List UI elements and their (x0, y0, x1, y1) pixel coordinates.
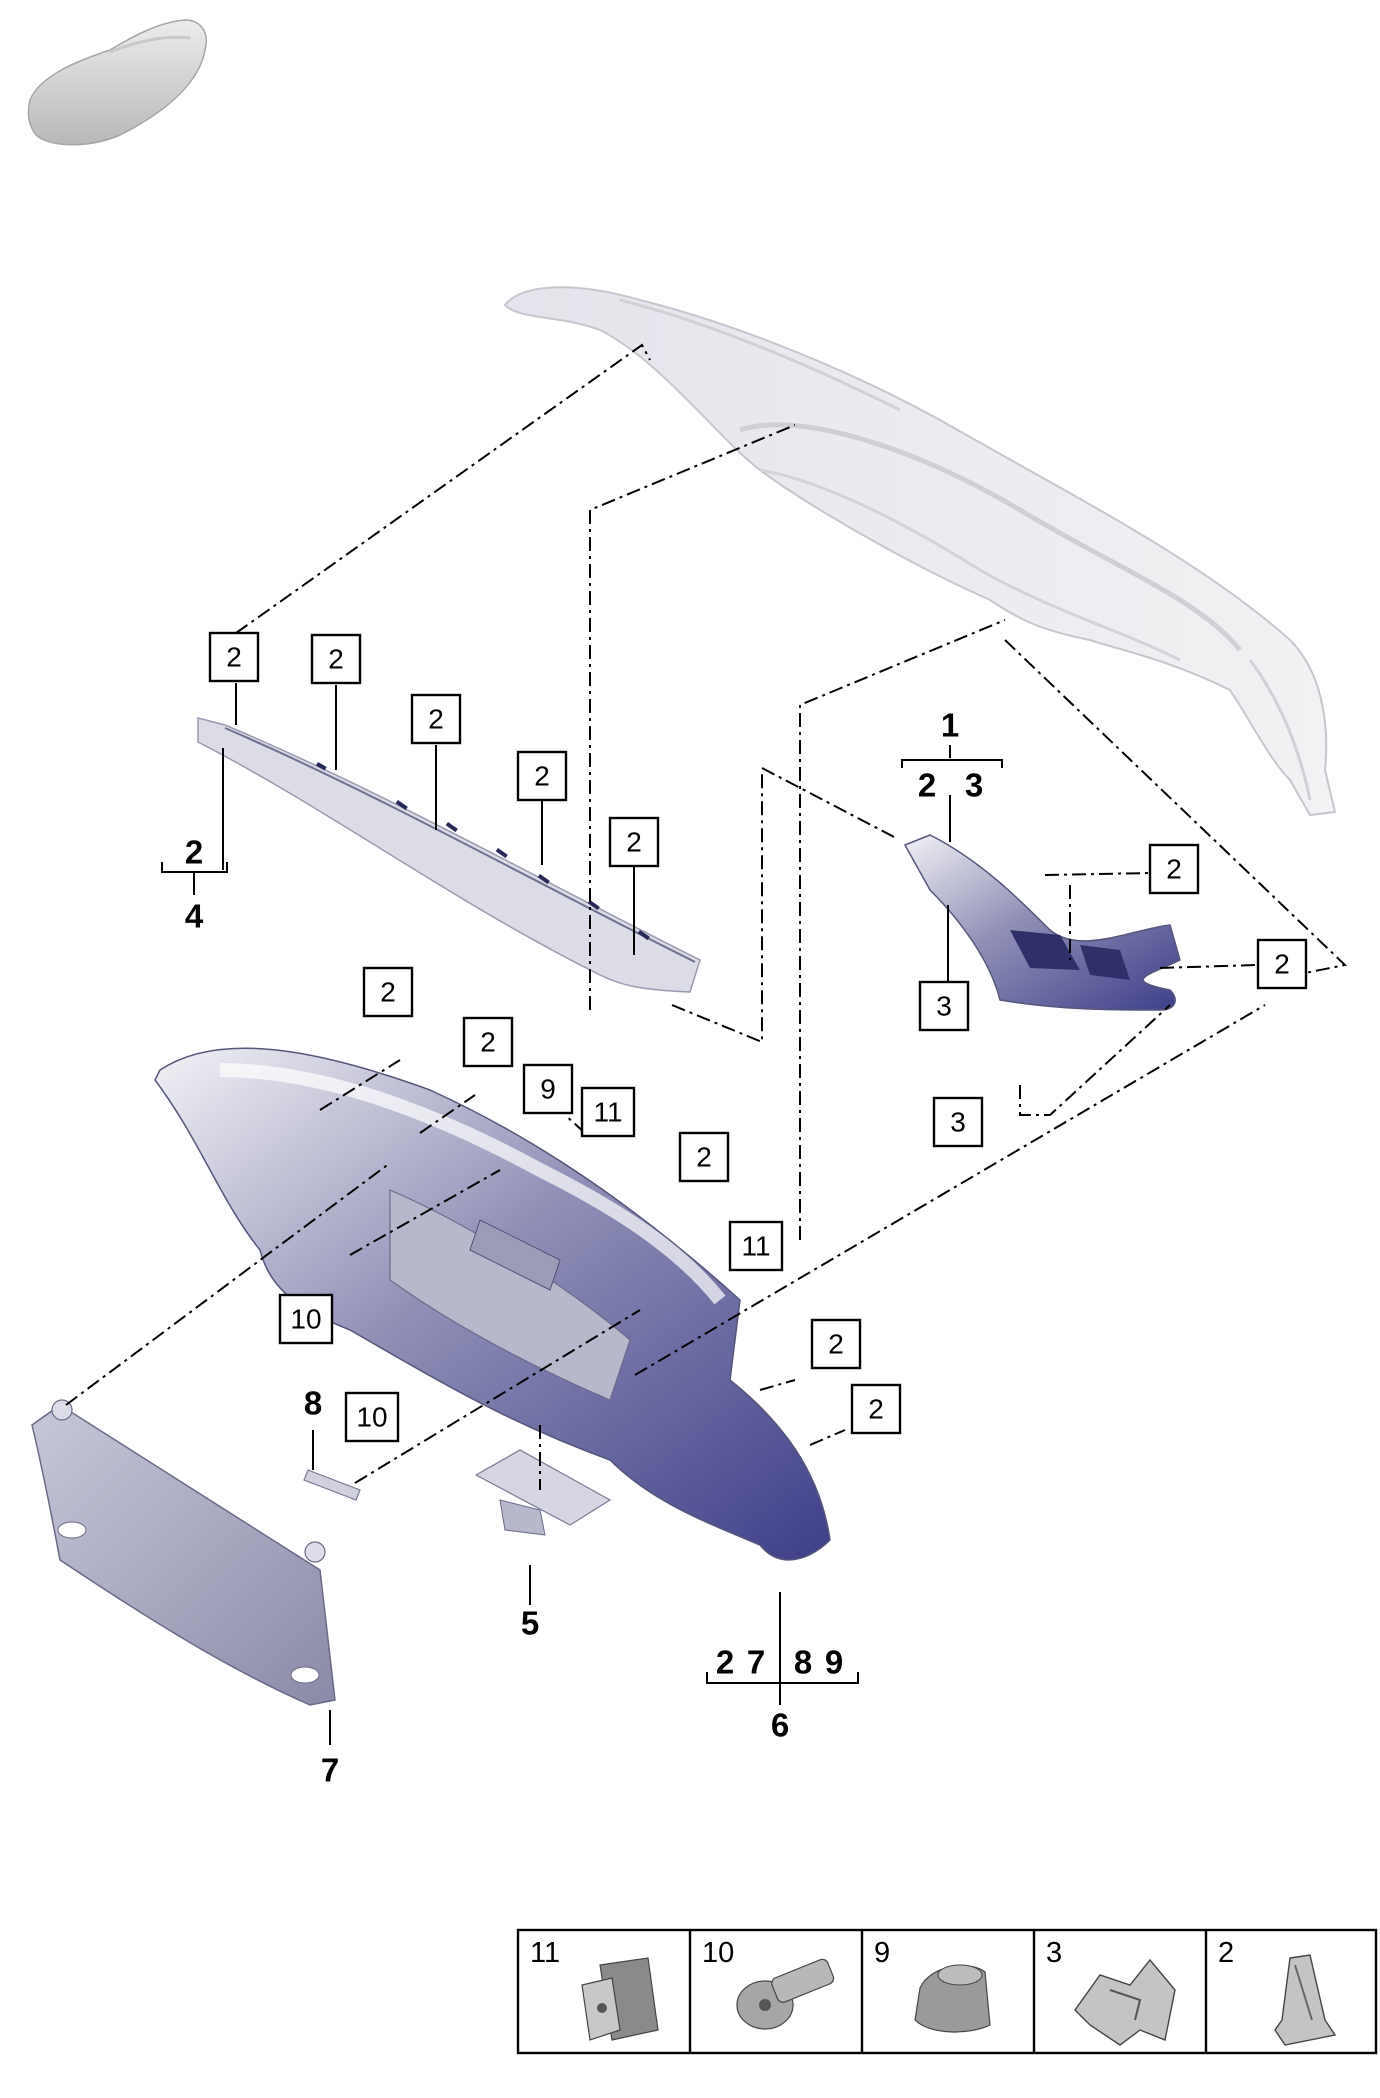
callout-box[interactable]: 3 (918, 980, 970, 1032)
handle-recess (474, 1449, 612, 1536)
part-label-7[interactable]: 7 (321, 1752, 339, 1789)
svg-text:2: 2 (626, 827, 642, 858)
part-label-8[interactable]: 8 (304, 1385, 322, 1422)
legend-cell[interactable]: 9 (874, 1937, 991, 2033)
rubber-buffer-icon (914, 1964, 991, 2033)
fastener-legend: 11 10 9 3 (516, 1928, 1378, 2055)
vehicle-thumbnail-icon (27, 19, 207, 146)
lid-trim-panel (154, 1047, 831, 1561)
callout-box[interactable]: 2 (810, 1318, 862, 1370)
svg-text:2: 2 (918, 767, 936, 804)
svg-text:3: 3 (950, 1107, 966, 1138)
clip-nut-icon (581, 1957, 659, 2041)
callout-box[interactable]: 2 (362, 966, 414, 1018)
legend-cell[interactable]: 11 (530, 1937, 659, 2041)
small-strip (303, 1469, 361, 1501)
svg-text:2: 2 (328, 644, 344, 675)
svg-text:3: 3 (1046, 1937, 1062, 1969)
callout-box[interactable]: 2 (1148, 843, 1200, 895)
svg-text:8: 8 (794, 1644, 812, 1681)
svg-text:11: 11 (530, 1937, 560, 1969)
svg-text:3: 3 (965, 767, 983, 804)
svg-text:2: 2 (716, 1644, 734, 1681)
svg-text:9: 9 (540, 1074, 556, 1105)
svg-text:2: 2 (480, 1027, 496, 1058)
svg-text:2: 2 (185, 834, 203, 871)
svg-text:2: 2 (696, 1142, 712, 1173)
callout-box[interactable]: 2 (208, 631, 260, 683)
svg-text:2: 2 (226, 642, 242, 673)
svg-text:2: 2 (1218, 1937, 1234, 1969)
strip-clip-slots (316, 762, 650, 941)
expansion-rivet-icon (736, 1958, 835, 2030)
spring-clip-icon (1074, 1958, 1176, 2046)
assembly-lines (65, 343, 1348, 1490)
group-label-1[interactable]: 1 2 3 (901, 707, 1003, 804)
callout-box[interactable]: 2 (310, 633, 362, 685)
svg-text:10: 10 (702, 1937, 734, 1969)
part-label-5[interactable]: 5 (521, 1605, 539, 1642)
svg-text:1: 1 (941, 707, 959, 744)
svg-text:3: 3 (936, 991, 952, 1022)
legend-cell[interactable]: 10 (702, 1937, 835, 2030)
svg-text:10: 10 (290, 1304, 321, 1335)
callout-box[interactable]: 2 (1256, 938, 1308, 990)
svg-text:2: 2 (1274, 949, 1290, 980)
callout-box[interactable]: 3 (932, 1096, 984, 1148)
callout-box[interactable]: 2 (678, 1131, 730, 1183)
svg-text:7: 7 (747, 1644, 765, 1681)
svg-text:6: 6 (771, 1707, 789, 1744)
svg-text:2: 2 (534, 761, 550, 792)
callout-box[interactable]: 2 (608, 816, 660, 868)
leader-lines (222, 683, 951, 1745)
group-label-4[interactable]: 2 4 (161, 834, 228, 935)
upper-trim-strip (197, 717, 701, 993)
svg-text:2: 2 (428, 704, 444, 735)
side-bracket-trim (903, 834, 1181, 1011)
callout-box[interactable]: 10 (344, 1391, 400, 1443)
svg-text:4: 4 (185, 898, 204, 935)
cover-panel (31, 1399, 336, 1706)
svg-text:2: 2 (828, 1329, 844, 1360)
callout-box[interactable]: 11 (580, 1086, 636, 1138)
callout-box[interactable]: 2 (850, 1383, 902, 1435)
retaining-clip-icon (1274, 1954, 1337, 2046)
trunk-lid-illustration (503, 286, 1337, 817)
callout-box[interactable]: 2 (462, 1016, 514, 1068)
svg-text:11: 11 (593, 1097, 622, 1128)
svg-text:10: 10 (356, 1402, 387, 1433)
legend-cell[interactable]: 2 (1218, 1937, 1337, 2046)
group-label-6[interactable]: 2 7 8 9 6 (706, 1644, 859, 1744)
callout-box[interactable]: 10 (278, 1293, 334, 1345)
svg-text:9: 9 (874, 1937, 890, 1969)
callout-box[interactable]: 9 (522, 1063, 574, 1115)
callout-box[interactable]: 2 (516, 750, 568, 802)
svg-text:9: 9 (825, 1644, 843, 1681)
callout-box[interactable]: 2 (410, 693, 462, 745)
svg-text:2: 2 (380, 977, 396, 1008)
svg-text:2: 2 (868, 1394, 884, 1425)
callout-box[interactable]: 11 (728, 1220, 784, 1272)
legend-cell[interactable]: 3 (1046, 1937, 1176, 2046)
svg-text:2: 2 (1166, 854, 1182, 885)
svg-text:11: 11 (741, 1231, 770, 1262)
